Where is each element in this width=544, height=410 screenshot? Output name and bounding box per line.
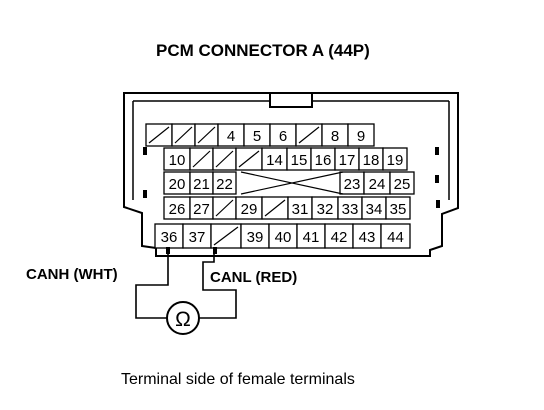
- unused-slash: [238, 150, 260, 168]
- terminal-number: 34: [366, 201, 383, 218]
- terminal-number: 43: [359, 229, 376, 246]
- terminal-number: 27: [193, 201, 210, 218]
- unused-slash: [215, 199, 234, 217]
- terminal-number: 25: [394, 176, 411, 193]
- terminal-number: 20: [169, 176, 186, 193]
- terminal-cell: [182, 223, 212, 249]
- terminal-number: 9: [357, 128, 365, 145]
- ohmmeter-symbol: Ω: [175, 308, 191, 331]
- housing-key: [143, 147, 147, 155]
- housing-key: [435, 175, 439, 183]
- terminal-number: 17: [339, 152, 356, 169]
- unused-slash: [264, 199, 286, 217]
- terminal-cell: [324, 223, 354, 249]
- connector-housing: [123, 92, 459, 257]
- canl-label: CANL (RED): [210, 269, 297, 286]
- locking-tab: [269, 92, 313, 108]
- terminal-number: 19: [387, 152, 404, 169]
- terminal-grid: 4 5 6 8 9 10 14 15 16 17 18 19 20 21 22 23 24 25 26 27 29 31 3…: [145, 123, 415, 249]
- unused-slash: [174, 126, 193, 144]
- terminal-number: 10: [169, 152, 186, 169]
- terminal-number: 23: [344, 176, 361, 193]
- terminal-number: 29: [241, 201, 258, 218]
- terminal-number: 8: [331, 128, 339, 145]
- terminal-number: 15: [291, 152, 308, 169]
- terminal-cell: [385, 196, 411, 220]
- terminal-number: 16: [315, 152, 332, 169]
- probe-marker-canh: [166, 247, 170, 254]
- test-leads: [135, 254, 237, 319]
- housing-key: [143, 190, 147, 198]
- canh-label: CANH (WHT): [26, 266, 118, 283]
- terminal-cell: [212, 171, 237, 195]
- terminal-number: 26: [169, 201, 186, 218]
- terminal-number: 24: [369, 176, 386, 193]
- terminal-number: 39: [247, 229, 264, 246]
- terminal-number: 36: [161, 229, 178, 246]
- canh-label-bg: [22, 264, 152, 284]
- terminal-number: 22: [216, 176, 233, 193]
- terminal-cell: [380, 223, 411, 249]
- terminal-number: 41: [303, 229, 320, 246]
- ohmmeter-icon: [166, 301, 200, 335]
- terminal-number: 14: [266, 152, 283, 169]
- terminal-number: 4: [227, 128, 235, 145]
- unused-slash: [148, 126, 170, 144]
- terminal-number: 32: [317, 201, 334, 218]
- terminal-number: 37: [189, 229, 206, 246]
- unused-slash: [192, 150, 211, 168]
- terminal-cell: [389, 171, 415, 195]
- unused-slash: [197, 126, 216, 144]
- terminal-number: 31: [292, 201, 309, 218]
- diagram-title: PCM CONNECTOR A (44P): [156, 41, 370, 60]
- terminal-number: 6: [279, 128, 287, 145]
- terminal-cell: [382, 147, 408, 171]
- unused-slash: [298, 126, 320, 144]
- housing-key: [436, 200, 440, 208]
- terminal-cell: [347, 123, 375, 147]
- terminal-number: 35: [390, 201, 407, 218]
- blank-cross: [240, 171, 344, 195]
- unused-slash: [213, 226, 239, 246]
- terminal-number: 44: [387, 229, 404, 246]
- probe-marker-canl: [213, 247, 217, 254]
- terminal-number: 18: [363, 152, 380, 169]
- terminal-number: 21: [193, 176, 210, 193]
- caption: Terminal side of female terminals: [121, 371, 355, 388]
- terminal-number: 5: [253, 128, 261, 145]
- terminal-number: 42: [331, 229, 348, 246]
- canl-label-bg: [208, 266, 338, 286]
- terminal-number: 33: [342, 201, 359, 218]
- terminal-number: 40: [275, 229, 292, 246]
- housing-key: [435, 147, 439, 155]
- unused-slash: [215, 150, 234, 168]
- terminal-cell: [268, 223, 298, 249]
